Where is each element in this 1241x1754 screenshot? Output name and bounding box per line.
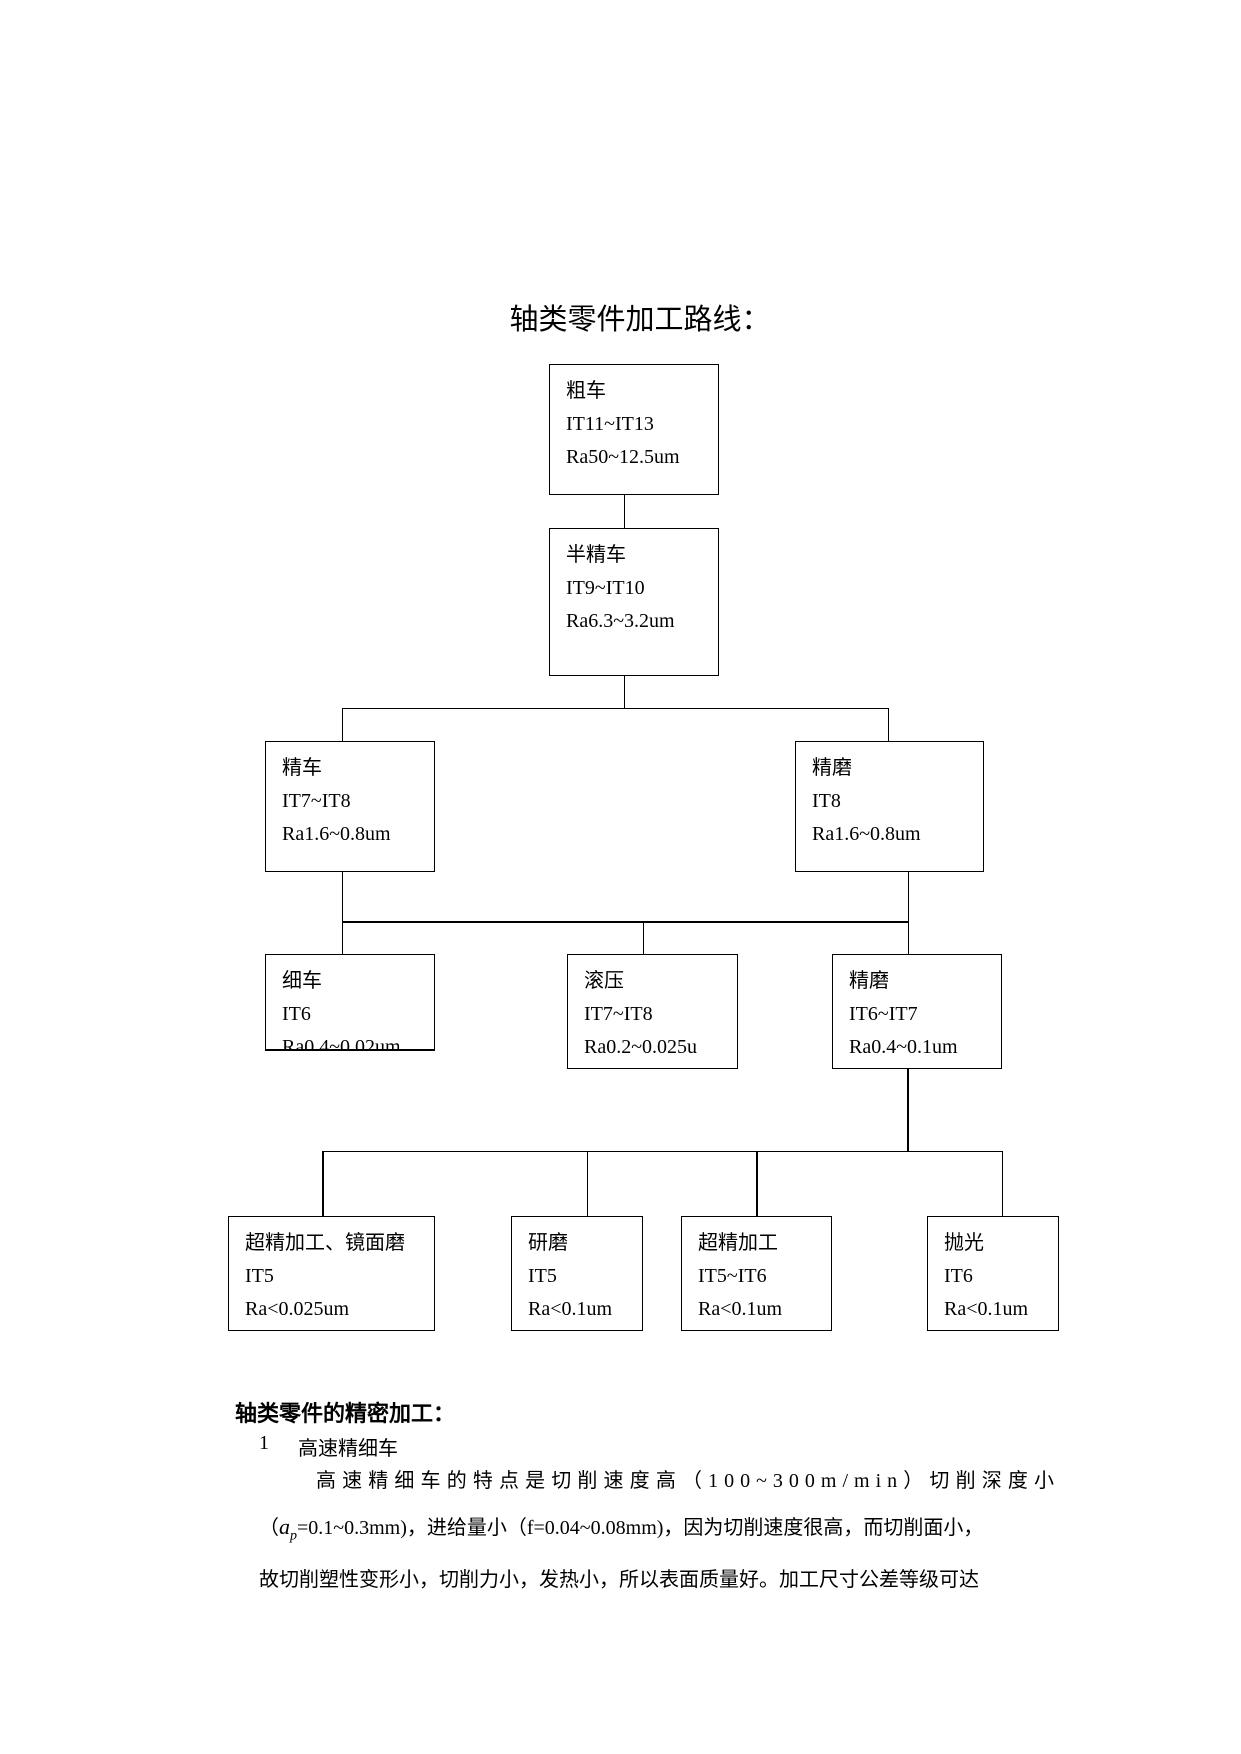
node-it: IT5 (528, 1265, 557, 1287)
node-name: 超精加工、镜面磨 (245, 1232, 405, 1254)
connector (342, 708, 889, 709)
node-name: 粗车 (566, 380, 606, 402)
node-finish-turning: 精车 IT7~IT8 Ra1.6~0.8um (265, 741, 435, 872)
connector (907, 1069, 909, 1151)
node-ra: Ra<0.1um (528, 1298, 613, 1320)
node-it: IT6 (944, 1265, 973, 1287)
node-rough-turning: 粗车 IT11~IT13 Ra50~12.5um (549, 364, 719, 495)
node-ra: Ra1.6~0.8um (812, 823, 921, 845)
node-name: 研磨 (528, 1232, 568, 1254)
section-heading: 轴类零件的精密加工： (235, 1401, 456, 1426)
node-fine-turning: 细车 IT6 Ra0.4~0.02um (265, 954, 435, 1051)
node-ra: Ra1.6~0.8um (282, 823, 391, 845)
node-ra: Ra0.2~0.025u (584, 1036, 698, 1058)
connector (323, 1151, 1002, 1152)
ap-subscript: p (290, 1528, 297, 1544)
node-name: 精磨 (812, 757, 852, 779)
connector (756, 1151, 758, 1216)
connector (624, 495, 625, 528)
connector (624, 676, 625, 708)
node-ra: Ra<0.1um (698, 1298, 783, 1320)
node-superfinish-mirror: 超精加工、镜面磨 IT5 Ra<0.025um (228, 1216, 435, 1331)
node-name: 抛光 (944, 1232, 984, 1254)
paragraph-line: 故切削塑性变形小，切削力小，发热小，所以表面质量好。加工尺寸公差等级可达 (259, 1569, 979, 1591)
node-it: IT8 (812, 790, 841, 812)
node-ra: Ra50~12.5um (566, 446, 680, 468)
node-superfinish: 超精加工 IT5~IT6 Ra<0.1um (681, 1216, 832, 1331)
ap-symbol: ap (279, 1514, 297, 1543)
node-name: 滚压 (584, 970, 624, 992)
node-it: IT5 (245, 1265, 274, 1287)
paragraph-text: =0.1~0.3mm)，进给量小（f=0.04~0.08mm)，因为切削速度很高… (297, 1517, 984, 1539)
node-name: 超精加工 (698, 1232, 778, 1254)
node-finish-grinding: 精磨 IT8 Ra1.6~0.8um (795, 741, 984, 872)
node-it: IT5~IT6 (698, 1265, 767, 1287)
node-it: IT11~IT13 (566, 413, 654, 435)
node-ra: Ra<0.1um (944, 1298, 1029, 1320)
connector (342, 872, 343, 954)
ap-letter: a (279, 1514, 290, 1539)
connector (322, 1151, 324, 1216)
paren: （ (259, 1517, 279, 1539)
node-name: 精车 (282, 757, 322, 779)
connector (587, 1151, 588, 1216)
connector (342, 708, 343, 741)
paragraph-line: 高速精细车的特点是切削速度高（100~300m/min）切削深度小 (316, 1470, 1060, 1492)
node-precision-grinding: 精磨 IT6~IT7 Ra0.4~0.1um (832, 954, 1002, 1069)
node-it: IT6 (282, 1003, 311, 1025)
connector (342, 921, 908, 923)
node-name: 半精车 (566, 544, 626, 566)
node-ra: Ra<0.025um (245, 1298, 350, 1320)
item-title: 高速精细车 (298, 1438, 398, 1460)
paragraph-line: （ap=0.1~0.3mm)，进给量小（f=0.04~0.08mm)，因为切削速… (259, 1511, 1060, 1544)
diagram-title: 轴类零件加工路线： (509, 304, 771, 336)
node-ra: Ra0.4~0.1um (849, 1036, 958, 1058)
node-it: IT9~IT10 (566, 577, 645, 599)
node-semi-finish-turning: 半精车 IT9~IT10 Ra6.3~3.2um (549, 528, 719, 676)
connector (888, 708, 889, 741)
node-it: IT6~IT7 (849, 1003, 918, 1025)
node-ra: Ra0.4~0.02um (282, 1036, 401, 1051)
connector (643, 922, 644, 954)
connector (1002, 1151, 1003, 1216)
node-name: 精磨 (849, 970, 889, 992)
item-number: 1 (259, 1432, 269, 1454)
node-ra: Ra6.3~3.2um (566, 610, 675, 632)
node-rolling: 滚压 IT7~IT8 Ra0.2~0.025u (567, 954, 738, 1069)
node-polishing: 抛光 IT6 Ra<0.1um (927, 1216, 1059, 1331)
node-it: IT7~IT8 (584, 1003, 653, 1025)
node-name: 细车 (282, 970, 322, 992)
node-it: IT7~IT8 (282, 790, 351, 812)
node-lapping: 研磨 IT5 Ra<0.1um (511, 1216, 643, 1331)
connector (908, 872, 909, 954)
